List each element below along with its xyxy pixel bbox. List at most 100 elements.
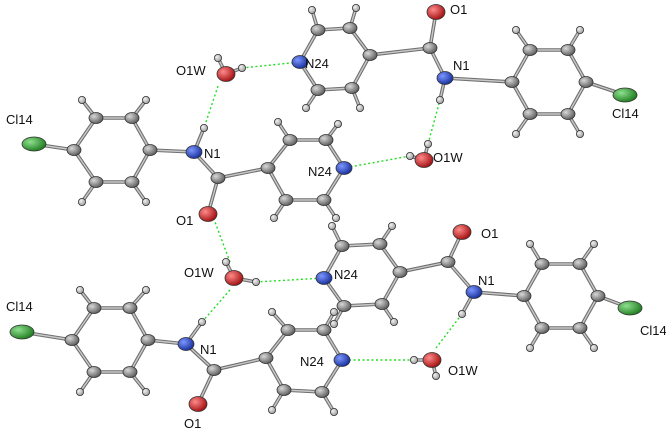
carbon-atom <box>280 324 296 336</box>
hydrogen-atom <box>590 343 599 352</box>
carbon-atom <box>88 176 104 188</box>
carbon-atom <box>336 300 352 312</box>
label-n24: N24 <box>308 164 332 179</box>
carbon-atom <box>64 334 80 346</box>
hydrogen-atom <box>199 124 208 133</box>
nitrogen-atom <box>436 71 454 85</box>
nitrogen-atom <box>177 337 195 351</box>
hydrogen-atom <box>273 118 282 127</box>
hydrogen-atom <box>267 405 276 414</box>
hydrogen-atom <box>423 139 432 148</box>
hydrogen-atom <box>526 239 535 248</box>
hydrogen-atom <box>76 387 85 396</box>
carbon-atom <box>88 112 104 124</box>
bond-highlight <box>213 357 267 371</box>
hydrogen-atom <box>331 213 340 222</box>
label-cl14: Cl14 <box>640 323 666 338</box>
chlorine-atom <box>9 324 35 340</box>
bond-highlight <box>444 77 513 83</box>
hydrogen-atom <box>141 285 150 294</box>
carbon-atom <box>590 290 606 302</box>
hydrogen-atom <box>526 343 535 352</box>
carbon-atom <box>66 144 82 156</box>
hydrogen-atom <box>221 257 230 266</box>
carbon-atom <box>86 366 102 378</box>
hydrogen-atom <box>141 96 150 105</box>
hydrogen-atom <box>576 25 585 34</box>
hydrogen-atom <box>590 239 599 248</box>
hydrogen-bond <box>435 313 463 349</box>
label-n24: N24 <box>305 56 329 71</box>
hydrogen-atom <box>405 151 414 160</box>
hydrogen-atom <box>301 104 310 113</box>
hydrogen-atom <box>307 6 316 14</box>
bond-highlight <box>71 307 95 341</box>
hydrogen-atom <box>431 371 440 380</box>
carbon-atom <box>522 108 538 120</box>
hydrogen-atom <box>435 96 444 105</box>
bond-highlight <box>399 261 449 273</box>
label-o1w: O1W <box>176 63 206 78</box>
carbon-atom <box>318 134 334 146</box>
label-cl14: Cl14 <box>6 299 33 314</box>
hydrogen-bond <box>201 289 231 323</box>
label-n1: N1 <box>204 146 221 161</box>
carbon-atom <box>278 194 294 206</box>
carbon-atom <box>260 162 276 174</box>
chlorine-atom <box>617 300 643 316</box>
hydrogen-atom <box>512 25 521 34</box>
carbon-atom <box>372 238 388 250</box>
hydrogen-atom <box>355 104 364 113</box>
carbon-atom <box>316 324 332 336</box>
nitrogen-atom <box>465 285 483 299</box>
chlorine-atom <box>21 136 47 152</box>
label-o1w: O1W <box>184 265 214 280</box>
carbon-atom <box>516 290 532 302</box>
chlorine-atom <box>612 87 638 103</box>
atoms <box>9 4 643 416</box>
bond-highlight <box>217 167 269 179</box>
hydrogen-atom <box>329 319 338 328</box>
carbon-atom <box>374 298 390 310</box>
label-o1: O1 <box>176 213 193 228</box>
hydrogen-atom <box>457 309 466 318</box>
carbon-atom <box>210 172 226 184</box>
carbon-atom <box>578 76 594 88</box>
carbon-atom <box>124 176 140 188</box>
bond-highlight <box>351 54 371 89</box>
label-n1: N1 <box>200 342 217 357</box>
oxygen-atom <box>414 152 434 168</box>
hydrogen-bond <box>343 155 411 169</box>
carbon-atom <box>258 352 274 364</box>
nitrogen-atom <box>335 161 353 175</box>
label-o1: O1 <box>450 2 467 17</box>
carbon-atom <box>122 302 138 314</box>
carbon-atom <box>422 42 438 54</box>
carbon-atom <box>122 366 138 378</box>
nitrogen-atom <box>333 353 351 367</box>
hydrogen-atom <box>329 407 338 416</box>
carbon-atom <box>276 384 292 396</box>
carbon-atom <box>362 49 378 61</box>
hydrogen-atom <box>251 277 260 286</box>
hydrogen-atom <box>237 64 246 73</box>
hydrogen-bonds <box>201 61 463 361</box>
atom-labels: O1 N1 N24 Cl14 O1W Cl14 N1 N24 O1 O1W O1… <box>6 2 666 431</box>
label-cl14: Cl14 <box>6 112 33 127</box>
label-o1w: O1W <box>448 363 478 378</box>
carbon-atom <box>392 266 408 278</box>
label-n24: N24 <box>334 267 358 282</box>
oxygen-atom <box>188 396 208 412</box>
hydrogen-atom <box>76 285 85 294</box>
bond-highlight <box>369 47 431 56</box>
hydrogen-atom <box>576 129 585 138</box>
hydrogen-atom <box>409 355 418 364</box>
hydrogen-atom <box>213 54 222 63</box>
hydrogen-bond <box>211 213 231 263</box>
label-o1: O1 <box>481 226 498 241</box>
bond-highlight <box>73 117 97 151</box>
carbon-atom <box>334 240 350 252</box>
carbon-atom <box>440 256 456 268</box>
